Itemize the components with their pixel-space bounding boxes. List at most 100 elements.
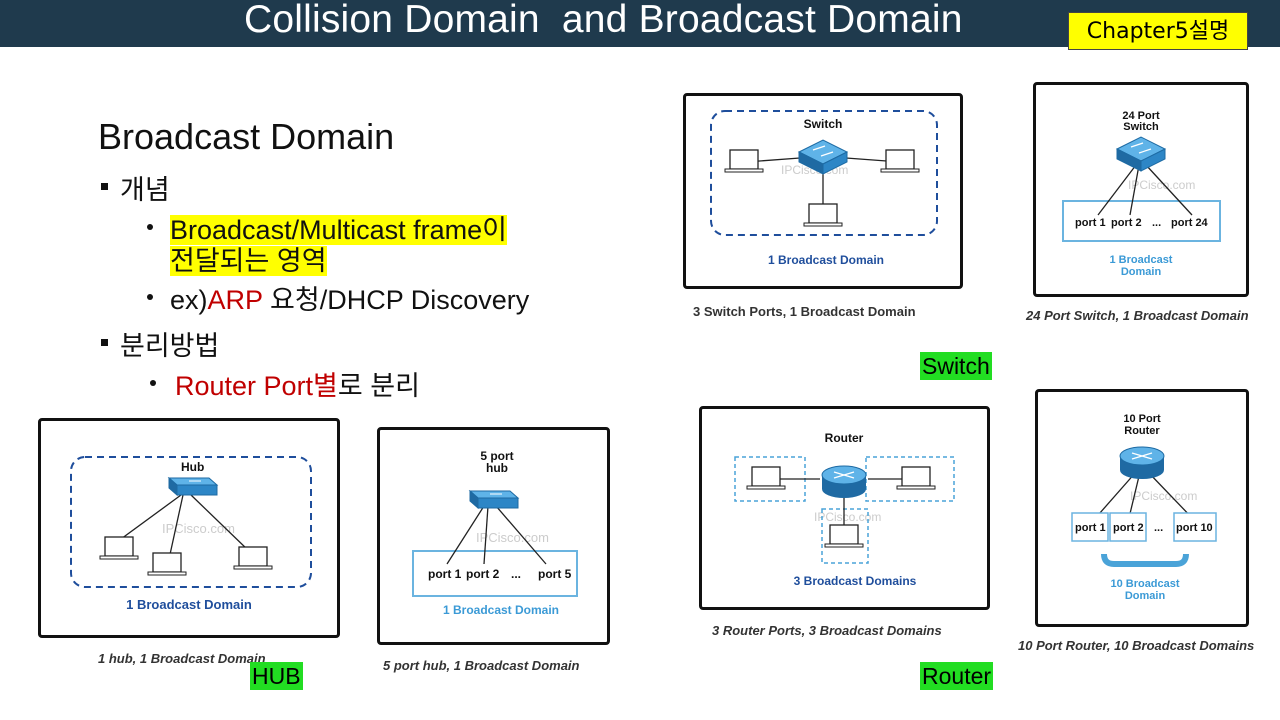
watermark-text: IPCisco.com [476, 530, 549, 545]
hub-device-icon [469, 490, 519, 509]
port-box [1173, 512, 1217, 542]
device-label-line1: 5 port [480, 449, 513, 463]
router-caption: 3 Router Ports, 3 Broadcast Domains [712, 623, 942, 638]
switch24-diagram: 24 Port Switch IPCisco.com port 1 port 2… [1062, 110, 1221, 278]
domain-label-line1: 1 Broadcast [1110, 254, 1173, 266]
port-label: port 1 [428, 567, 462, 581]
domain-label: 1 Broadcast Domain [768, 253, 884, 267]
hub-diagram: IPCisco.com Hub 1 Broadcast Domain [70, 456, 312, 612]
watermark-text: IPCisco.com [162, 521, 235, 536]
watermark-text: IPCisco.com [1130, 489, 1197, 503]
watermark-text: IPCisco.com [814, 510, 881, 524]
switch-diagram-panel: Switch IPCisco.com 1 Broadcast Domain [683, 93, 963, 289]
slide-title: Collision Domain and Broadcast Domain [244, 0, 963, 41]
highlight-text: 전달되는 영역 [170, 246, 327, 276]
bullet-router: Router Port별로 분리 [175, 364, 420, 403]
port-box [1071, 512, 1109, 542]
switch-label: Switch [920, 352, 992, 380]
bullet-concept: 개념 [120, 175, 170, 205]
router-device-icon [1119, 446, 1165, 480]
hub5-diagram-panel: 5 port hub IPCisco.com port 1 port 2 ...… [377, 427, 610, 645]
router10-diagram-panel: 10 Port Router IPCisco.com port 1 port 2… [1035, 389, 1249, 627]
ellipsis-text: ... [1154, 522, 1163, 534]
ellipsis-text: ... [1152, 217, 1161, 229]
bullet-example: ex)ARP 요청/DHCP Discovery [170, 278, 529, 317]
switch24-diagram-panel: 24 Port Switch IPCisco.com port 1 port 2… [1033, 82, 1249, 297]
highlight-text: Broadcast/Multicast frame이 [170, 215, 507, 245]
laptop-icon [896, 466, 936, 490]
port-label: port 24 [1171, 217, 1209, 229]
device-label: Hub [181, 460, 204, 474]
broadcast-domain-boundary [710, 110, 938, 236]
dot-bullet-icon [150, 380, 156, 386]
router-device-icon [821, 465, 867, 499]
hub-diagram-panel: IPCisco.com Hub 1 Broadcast Domain [38, 418, 340, 638]
device-label-line2: hub [486, 461, 508, 475]
router-red: Router Port별 [175, 371, 338, 401]
dot-bullet-icon [147, 294, 153, 300]
router10-diagram: 10 Port Router IPCisco.com port 1 port 2… [1071, 413, 1217, 602]
grouping-bracket [1101, 553, 1189, 567]
device-label-line1: 10 Port [1123, 413, 1161, 425]
broadcast-domain-boundary [821, 508, 869, 564]
laptop-icon [99, 536, 139, 560]
laptop-icon [824, 524, 864, 548]
device-label-line2: Switch [1123, 121, 1159, 133]
domain-label: 3 Broadcast Domains [794, 574, 917, 588]
hub-caption: 1 hub, 1 Broadcast Domain [98, 651, 266, 666]
router-diagram: Router IPCisco.com 3 Broadcast Domains [734, 431, 955, 588]
switch-diagram: Switch IPCisco.com 1 Broadcast Domain [710, 110, 938, 267]
broadcast-domain-boundary [70, 456, 312, 588]
device-label: Router [825, 431, 864, 445]
device-label: Switch [804, 117, 843, 131]
device-label-line2: Router [1124, 425, 1160, 437]
port-group-box [412, 550, 578, 597]
square-bullet-icon [101, 183, 108, 190]
hub5-diagram: 5 port hub IPCisco.com port 1 port 2 ...… [412, 449, 578, 617]
port-label: port 1 [1075, 522, 1106, 534]
example-red: ARP [207, 285, 263, 315]
domain-label: 1 Broadcast Domain [126, 597, 252, 612]
title-bar [0, 0, 1280, 47]
square-bullet-icon [101, 339, 108, 346]
section-heading: Broadcast Domain [98, 116, 395, 157]
switch24-caption: 24 Port Switch, 1 Broadcast Domain [1026, 308, 1249, 323]
bullet-concept-line2: 전달되는 영역 [170, 239, 327, 278]
port-box [1109, 512, 1147, 542]
hub5-caption: 5 port hub, 1 Broadcast Domain [383, 658, 580, 673]
hub-label: HUB [250, 662, 303, 690]
switch-caption: 3 Switch Ports, 1 Broadcast Domain [693, 304, 916, 319]
port-label: port 2 [1113, 522, 1144, 534]
bullet-separation: 분리방법 [120, 331, 220, 361]
laptop-icon [746, 466, 786, 490]
domain-label-line2: Domain [1125, 590, 1166, 602]
laptop-icon [233, 546, 273, 570]
watermark-text: IPCisco.com [1128, 178, 1195, 192]
hub-device-icon [168, 477, 218, 496]
dot-bullet-icon [147, 224, 153, 230]
switch-device-icon [1116, 136, 1166, 172]
port-label: port 1 [1075, 217, 1106, 229]
example-rest: 요청/DHCP Discovery [262, 285, 530, 315]
laptop-icon [803, 203, 843, 227]
port-group-box [1062, 200, 1221, 242]
port-label: port 5 [538, 567, 572, 581]
router10-caption: 10 Port Router, 10 Broadcast Domains [1018, 638, 1255, 653]
router-rest: 로 분리 [337, 371, 420, 401]
chapter-badge: Chapter5설명 [1068, 12, 1248, 50]
router-label: Router [920, 662, 994, 690]
laptop-icon [724, 149, 764, 173]
domain-label-line1: 10 Broadcast [1110, 578, 1179, 590]
port-label: port 2 [1111, 217, 1142, 229]
laptop-icon [147, 552, 187, 576]
domain-label-line2: Domain [1121, 266, 1162, 278]
device-label-line1: 24 Port [1122, 110, 1160, 122]
domain-label: 1 Broadcast Domain [443, 603, 559, 617]
router-diagram-panel: Router IPCisco.com 3 Broadcast Domains [699, 406, 990, 610]
ellipsis-text: ... [511, 567, 521, 581]
laptop-icon [880, 149, 920, 173]
port-label: port 10 [1176, 522, 1213, 534]
bullet-concept-line1: Broadcast/Multicast frame이 [170, 208, 507, 247]
port-label: port 2 [466, 567, 500, 581]
example-prefix: ex) [170, 285, 208, 315]
